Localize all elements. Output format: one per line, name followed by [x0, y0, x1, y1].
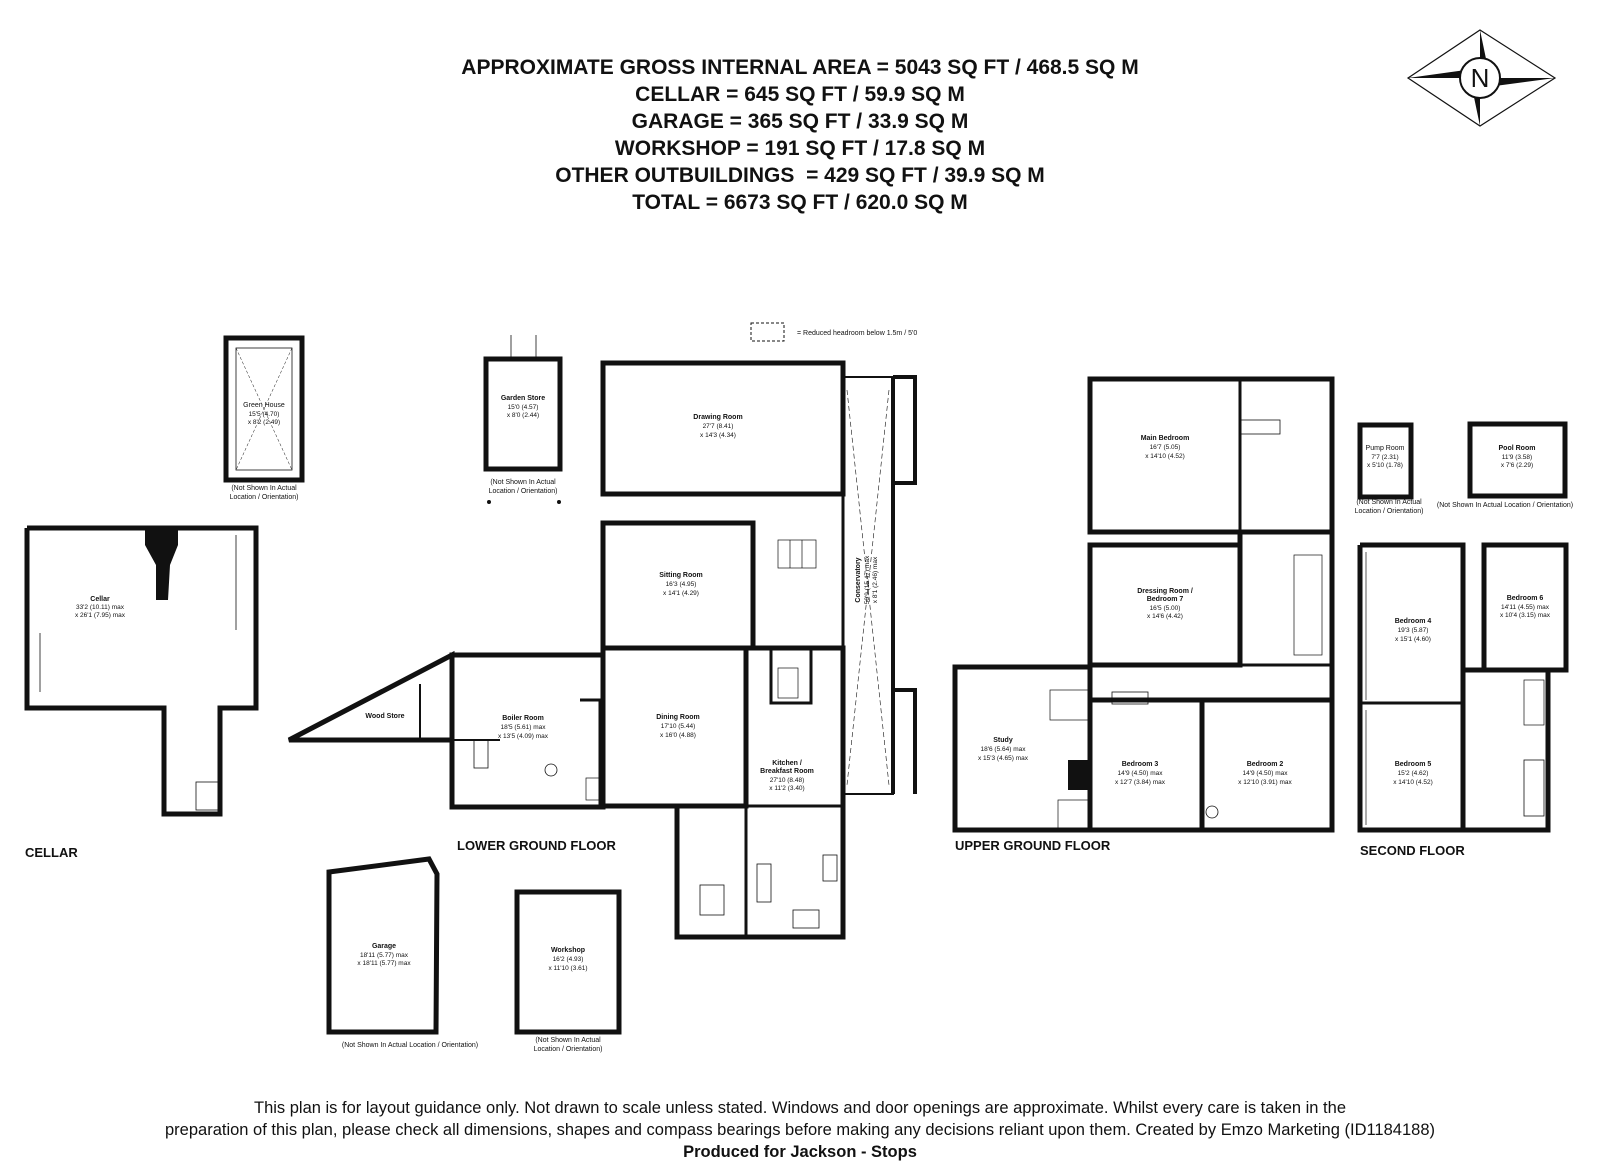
garage-dim2: x 18'11 (5.77) max	[357, 960, 411, 967]
workshop-name: Workshop	[551, 947, 585, 954]
garage-note: (Not Shown In Actual Location / Orientat…	[342, 1042, 478, 1049]
workshop-note1: (Not Shown In Actual	[535, 1037, 601, 1044]
drawing-room-name: Drawing Room	[693, 414, 742, 421]
study-dim2: x 15'3 (4.65) max	[978, 755, 1029, 762]
garden-store-note2: Location / Orientation)	[489, 488, 558, 495]
bedroom3-dim1: 14'9 (4.50) max	[1118, 770, 1164, 777]
floor-label-lower-ground: LOWER GROUND FLOOR	[457, 838, 616, 853]
compass-icon: N	[1406, 29, 1557, 127]
bedroom6-dim1: 14'11 (4.55) max	[1501, 604, 1550, 611]
bedroom5-name: Bedroom 5	[1395, 761, 1432, 768]
dining-room-dim1: 17'10 (5.44)	[661, 723, 696, 730]
area-total: TOTAL = 6673 SQ FT / 620.0 SQ M	[632, 191, 968, 214]
disclaimer-line2: preparation of this plan, please check a…	[165, 1121, 1435, 1139]
dressing-room-dim1: 16'5 (5.00)	[1150, 605, 1181, 612]
garden-store-name: Garden Store	[501, 395, 545, 402]
bedroom5-dim1: 15'2 (4.62)	[1398, 770, 1429, 777]
bedroom6-dim2: x 10'4 (3.15) max	[1500, 612, 1551, 619]
kitchen-dim1: 27'10 (8.48)	[770, 777, 805, 784]
floor-label-second: SECOND FLOOR	[1360, 843, 1465, 858]
workshop-dim2: x 11'10 (3.61)	[548, 965, 587, 972]
green-house-name: Green House	[243, 402, 285, 409]
legend-text: = Reduced headroom below 1.5m / 5'0	[797, 330, 917, 337]
boiler-room-dim2: x 13'5 (4.09) max	[498, 733, 549, 740]
bedroom2-dim2: x 12'10 (3.91) max	[1238, 779, 1292, 786]
sitting-room-dim2: x 14'1 (4.29)	[663, 590, 699, 597]
bedroom4-dim1: 19'3 (5.87)	[1398, 627, 1429, 634]
main-bedroom-name: Main Bedroom	[1141, 435, 1190, 442]
main-bedroom-dim2: x 14'10 (4.52)	[1145, 453, 1185, 460]
cellar-dim2: x 26'1 (7.95) max	[75, 612, 126, 619]
pump-room-dim2: x 5'10 (1.78)	[1367, 462, 1403, 469]
main-bedroom-dim1: 16'7 (5.05)	[1150, 444, 1181, 451]
pool-room-dim2: x 7'6 (2.29)	[1501, 462, 1533, 469]
kitchen-name: Kitchen /	[772, 760, 802, 767]
study-dim1: 18'6 (5.64) max	[981, 746, 1027, 753]
bedroom3-dim2: x 12'7 (3.84) max	[1115, 779, 1166, 786]
cellar-dim1: 33'2 (10.11) max	[76, 604, 125, 611]
workshop-note2: Location / Orientation)	[534, 1046, 603, 1053]
drawing-room-dim1: 27'7 (8.41)	[703, 423, 734, 430]
bedroom6-name: Bedroom 6	[1507, 595, 1544, 602]
disclaimer-line1: This plan is for layout guidance only. N…	[253, 1099, 1346, 1117]
produced-for: Produced for Jackson - Stops	[683, 1143, 917, 1161]
conservatory-name: Conservatory	[855, 557, 862, 602]
pump-room-name: Pump Room	[1366, 445, 1405, 452]
floor-label-cellar: CELLAR	[25, 845, 78, 860]
floor-label-upper-ground: UPPER GROUND FLOOR	[955, 838, 1111, 853]
area-workshop: WORKSHOP = 191 SQ FT / 17.8 SQ M	[614, 137, 986, 160]
sitting-room-dim1: 16'3 (4.95)	[666, 581, 697, 588]
area-garage: GARAGE = 365 SQ FT / 33.9 SQ M	[631, 110, 969, 133]
wood-store-name: Wood Store	[365, 713, 404, 720]
dressing-room-dim2: x 14'6 (4.42)	[1147, 613, 1183, 620]
green-house-note2: Location / Orientation)	[230, 494, 299, 501]
garden-store-dim2: x 8'0 (2.44)	[507, 412, 539, 419]
drawing-room-dim2: x 14'3 (4.34)	[700, 432, 736, 439]
kitchen-name2: Breakfast Room	[760, 768, 814, 775]
area-gross: APPROXIMATE GROSS INTERNAL AREA = 5043 S…	[461, 56, 1139, 79]
pump-room-note1: (Not Shown In Actual	[1356, 499, 1422, 506]
bedroom5-dim2: x 14'10 (4.52)	[1393, 779, 1433, 786]
bedroom4-dim2: x 15'1 (4.60)	[1395, 636, 1431, 643]
dining-room-dim2: x 16'0 (4.88)	[660, 732, 696, 739]
boiler-room-dim1: 18'5 (5.61) max	[501, 724, 547, 731]
bedroom3-name: Bedroom 3	[1122, 761, 1159, 768]
boiler-room-name: Boiler Room	[502, 715, 544, 722]
garden-store-note1: (Not Shown In Actual	[490, 479, 556, 486]
pool-room-name: Pool Room	[1499, 445, 1536, 452]
conservatory-dim1: 50'9 (15.47) max	[864, 555, 871, 604]
dressing-room-name: Dressing Room /	[1137, 588, 1193, 595]
green-house-note1: (Not Shown In Actual	[231, 485, 297, 492]
compass-label: N	[1471, 63, 1490, 93]
dressing-room-name2: Bedroom 7	[1147, 596, 1184, 603]
garage-name: Garage	[372, 943, 396, 950]
area-cellar: CELLAR = 645 SQ FT / 59.9 SQ M	[635, 83, 965, 106]
bedroom2-name: Bedroom 2	[1247, 761, 1284, 768]
area-summary: APPROXIMATE GROSS INTERNAL AREA = 5043 S…	[0, 54, 1600, 216]
study-name: Study	[993, 737, 1013, 744]
garage-dim1: 18'11 (5.77) max	[360, 952, 409, 959]
pool-room-dim1: 11'9 (3.58)	[1502, 454, 1532, 461]
area-outbuildings: OTHER OUTBUILDINGS = 429 SQ FT / 39.9 SQ…	[555, 164, 1045, 187]
green-house-dim1: 15'5 (4.70)	[249, 411, 280, 418]
workshop-dim1: 16'2 (4.93)	[553, 956, 584, 963]
disclaimer: This plan is for layout guidance only. N…	[0, 1097, 1600, 1163]
pool-room-note: (Not Shown In Actual Location / Orientat…	[1437, 502, 1573, 509]
garden-store-dim1: 15'0 (4.57)	[508, 404, 539, 411]
bedroom4-name: Bedroom 4	[1395, 618, 1432, 625]
pump-room-note2: Location / Orientation)	[1355, 508, 1424, 515]
dining-room-name: Dining Room	[656, 714, 700, 721]
green-house-dim2: x 8'2 (2.49)	[248, 419, 280, 426]
conservatory-dim2: x 8'1 (2.46) max	[872, 556, 879, 603]
pump-room-dim1: 7'7 (2.31)	[1371, 454, 1398, 461]
cellar-name: Cellar	[90, 596, 110, 603]
kitchen-dim2: x 11'2 (3.40)	[769, 785, 804, 792]
bedroom2-dim1: 14'9 (4.50) max	[1243, 770, 1289, 777]
sitting-room-name: Sitting Room	[659, 572, 703, 579]
